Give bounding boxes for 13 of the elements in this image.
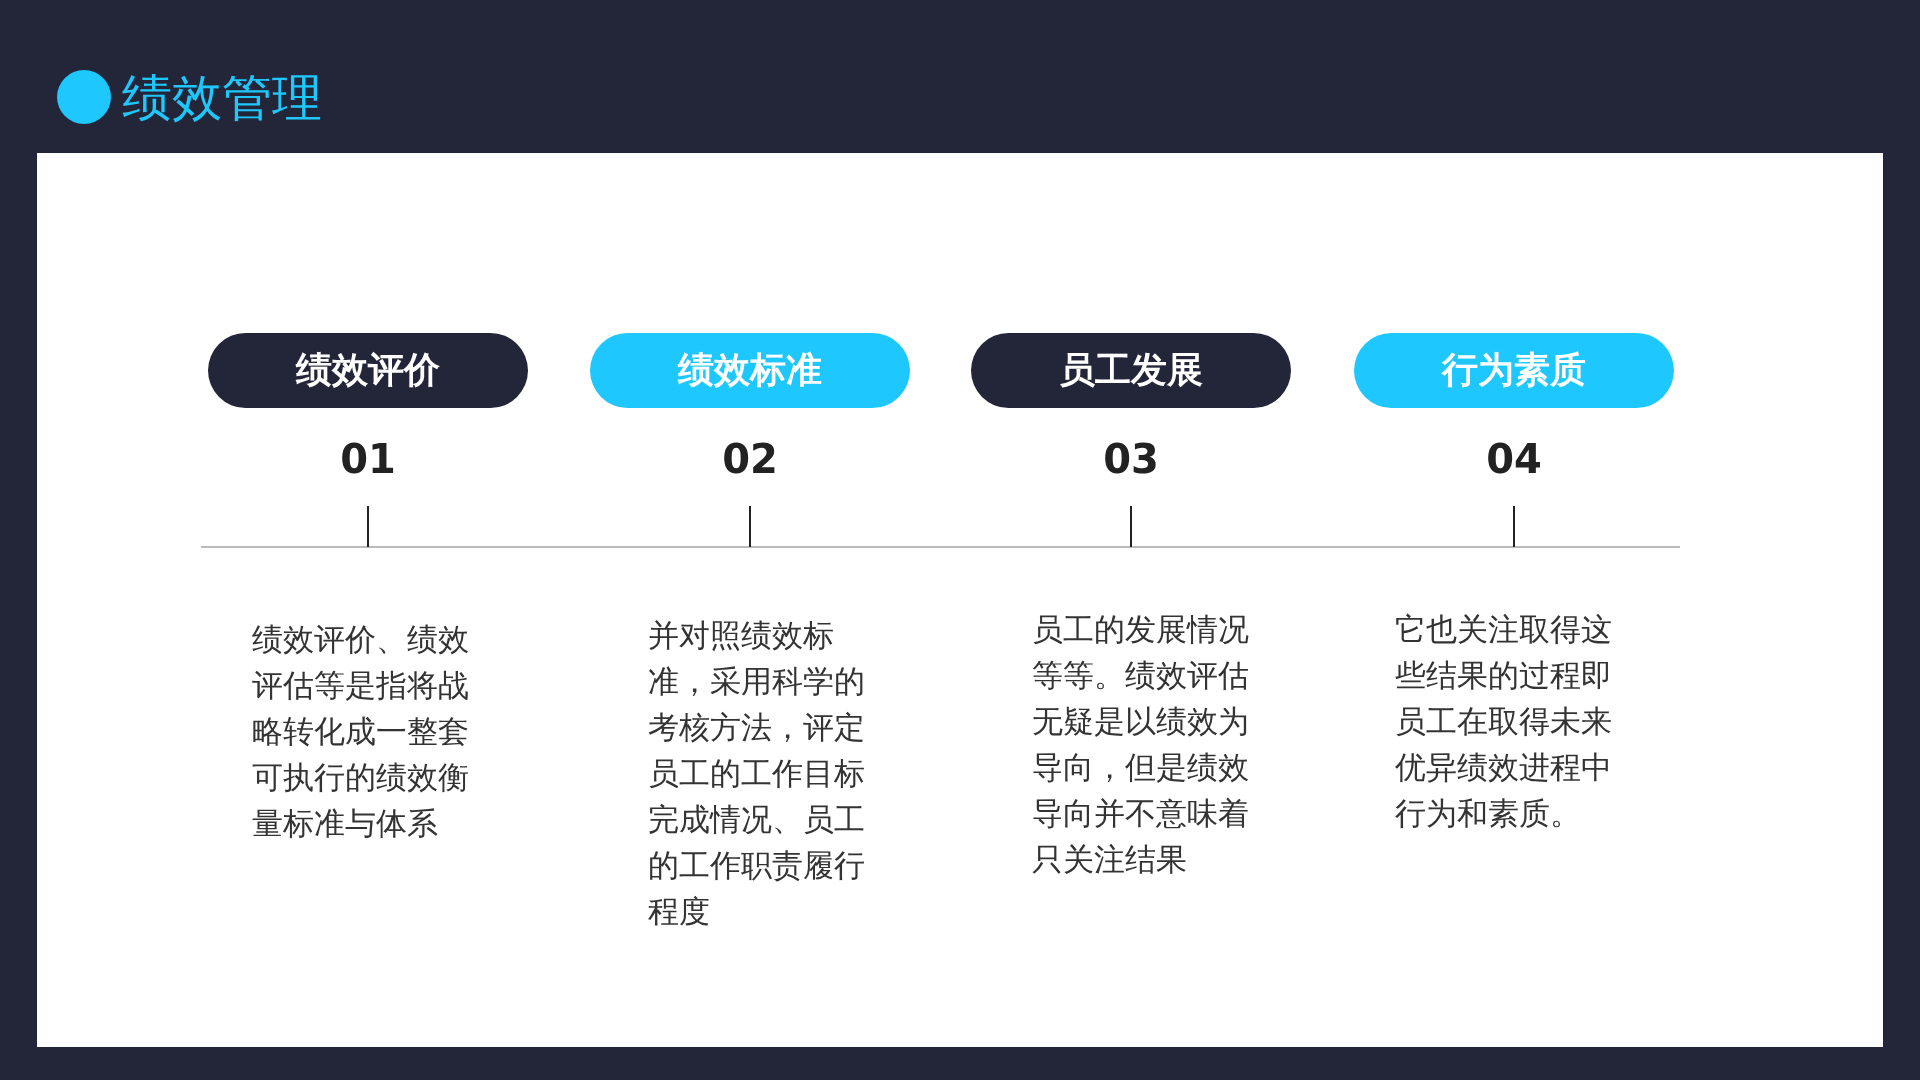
step-number: 04 [1485, 436, 1543, 482]
description-text: 它也关注取得这些结果的过程即员工在取得未来优异绩效进程中行为和素质。 [1395, 610, 1613, 833]
pill-label: 员工发展 [1059, 348, 1203, 392]
pill-label: 行为素质 [1442, 348, 1586, 392]
pill-label: 绩效评价 [296, 348, 440, 392]
step-number: 03 [1102, 436, 1160, 482]
pill-label: 绩效标准 [678, 348, 822, 392]
description-text: 并对照绩效标准，采用科学的考核方法，评定员工的工作目标完成情况、员工的工作职责履行程度 [648, 616, 866, 931]
step-number: 01 [339, 436, 397, 482]
slide-title: 绩效管理 [122, 68, 322, 128]
step-number: 02 [721, 436, 779, 482]
description-text: 绩效评价、绩效评估等是指将战略转化成一整套可执行的绩效衡量标准与体系 [252, 620, 470, 843]
description-text: 员工的发展情况等等。绩效评估无疑是以绩效为导向，但是绩效导向并不意味着只关注结果 [1032, 610, 1250, 879]
